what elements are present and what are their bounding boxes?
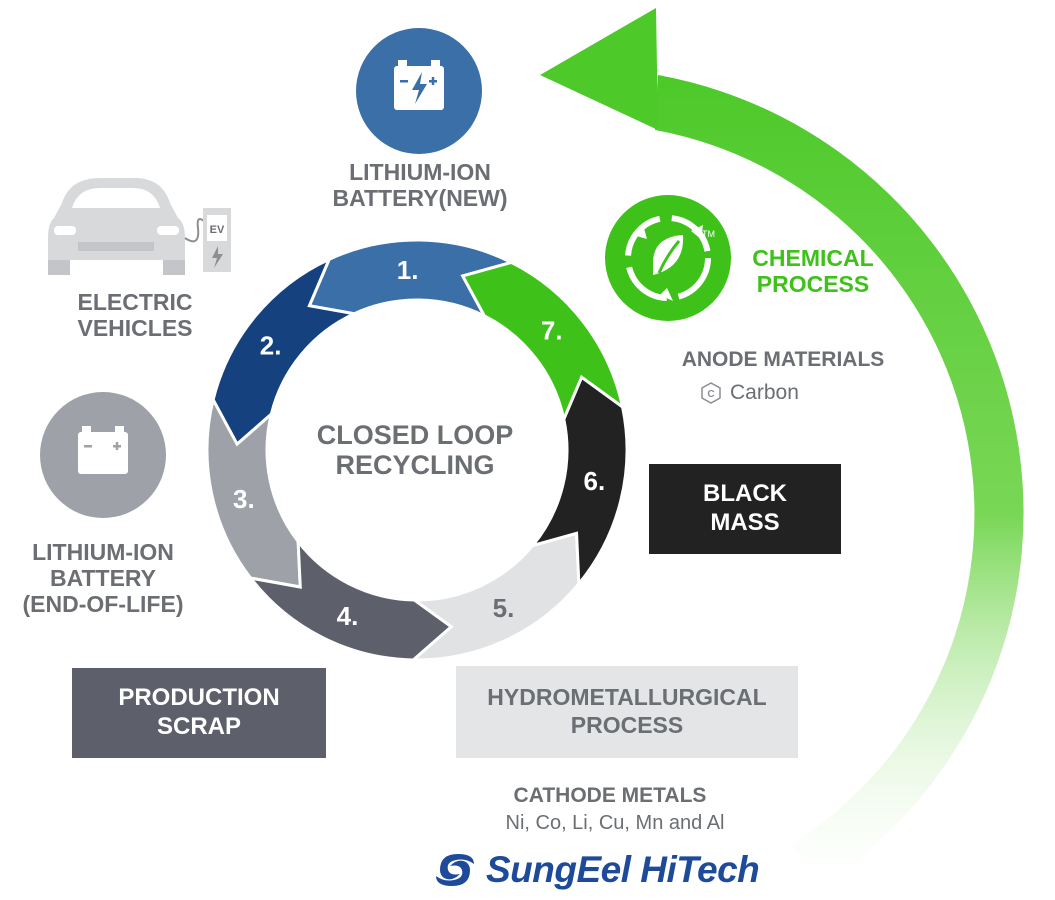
arrow-band [655,75,1024,880]
battery-eol-icon [40,392,166,518]
battery-new-icon [356,28,482,154]
sungeel-logo: SungEel HiTech [430,845,800,895]
chemical-process-label: CHEMICAL PROCESS [752,245,874,297]
anode-carbon-text: Carbon [730,381,799,404]
center-title: CLOSED LOOP RECYCLING [316,420,514,481]
ring-segment-label-6: 6. [583,466,605,496]
ring-segment-label-5: 5. [493,593,515,623]
brand-name: SungEel HiTech [486,849,760,890]
ring-segment-label-4: 4. [337,601,359,631]
ring-segment-label-3: 3. [233,484,255,514]
carbon-hexagon-icon: C [701,382,721,404]
electric-vehicle-icon: EV [48,178,231,275]
electric-vehicles-label: ELECTRIC VEHICLES [77,289,193,341]
production-scrap-box: PRODUCTION SCRAP [72,668,326,758]
battery-eol-label: LITHIUM-ION BATTERY (END-OF-LIFE) [22,539,184,617]
hydrometallurgical-box: HYDROMETALLURGICAL PROCESS [456,666,798,758]
cathode-metals-title: CATHODE METALS [513,784,707,807]
anode-carbon-row: C Carbon [700,380,860,406]
trademark-mark: TM [702,229,715,239]
cathode-metals-list: Ni, Co, Li, Cu, Mn and Al [505,812,725,834]
arrow-head [540,8,658,130]
svg-text:C: C [707,389,714,400]
battery-new-label: LITHIUM-ION BATTERY(NEW) [332,159,508,211]
chemical-process-icon: TM [605,195,731,321]
ring-segment-7 [460,260,625,425]
black-mass-box: BLACK MASS [649,464,841,554]
ring-segment-label-1: 1. [397,255,419,285]
ring-segment-label-7: 7. [541,316,563,346]
svg-text:EV: EV [210,224,225,236]
anode-materials-title: ANODE MATERIALS [681,348,885,371]
ring-segment-label-2: 2. [260,330,282,360]
sungeel-swirl-icon [436,854,474,886]
